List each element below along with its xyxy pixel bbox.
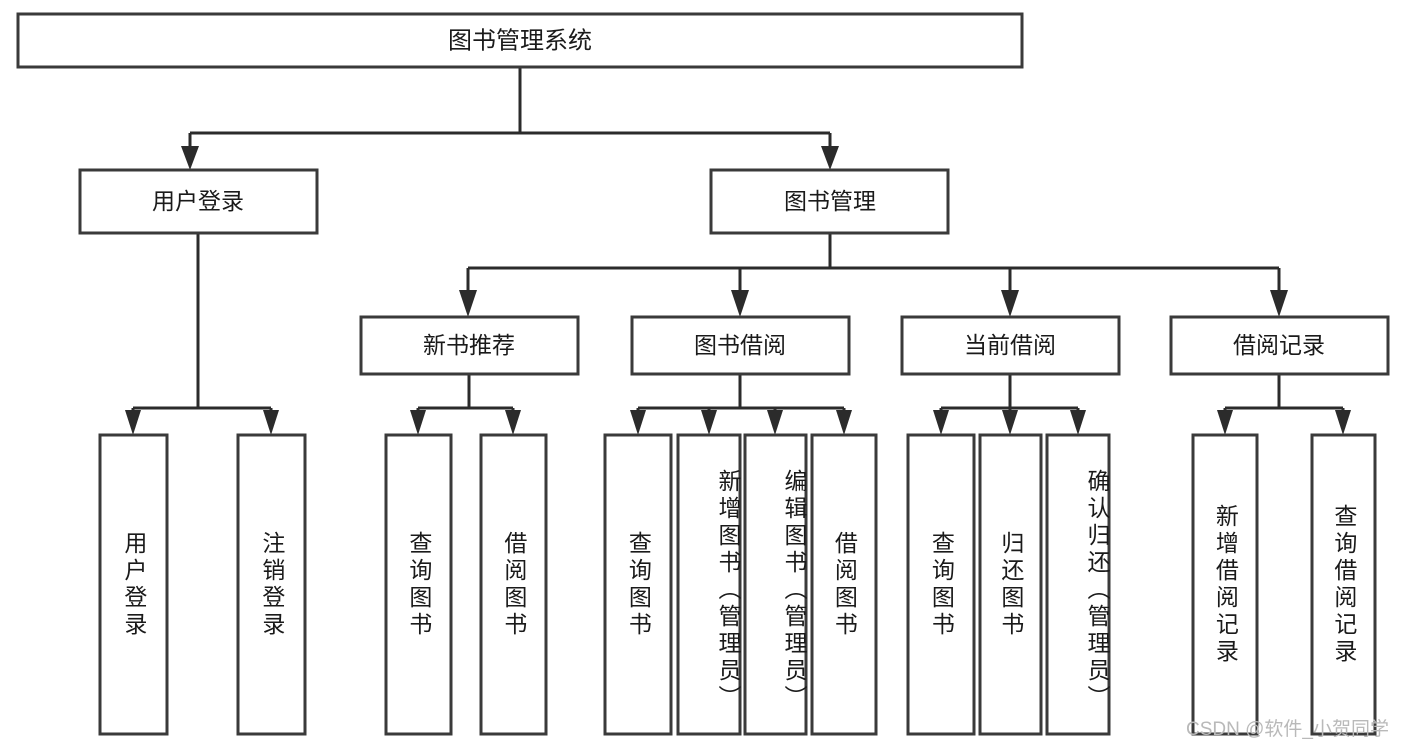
node-borrow-record-label: 借阅记录 <box>1233 332 1325 358</box>
connector-root-to-level2 <box>181 67 839 170</box>
arrow-head-user-login <box>181 146 199 170</box>
arrow-head-leaf-logout <box>263 410 279 435</box>
leaf-box-cb-confirm-return-admin[interactable] <box>1045 433 1111 736</box>
connector-bookborrow-to-leaves <box>630 374 852 435</box>
node-book-management[interactable] <box>709 168 950 235</box>
node-user-login[interactable] <box>78 168 319 235</box>
csdn-watermark: CSDN @软件_小贺同学 <box>1186 719 1389 740</box>
arrow-head-bb-leaf-2 <box>701 410 717 435</box>
arrow-head-book-manage <box>821 146 839 170</box>
node-current-borrow-label: 当前借阅 <box>964 332 1056 358</box>
node-root-book-management-system[interactable] <box>16 12 1024 69</box>
leaf-box-nb-borrow-book[interactable] <box>479 433 548 736</box>
leaf-box-user-login[interactable] <box>98 433 169 736</box>
leaf-box-bb-borrow-book[interactable] <box>810 433 878 736</box>
arrow-head-bb-leaf-4 <box>836 410 852 435</box>
node-book-borrow[interactable] <box>630 315 851 376</box>
leaf-box-bb-add-book-admin[interactable] <box>676 433 742 736</box>
connector-currentborrow-to-leaves <box>933 374 1086 435</box>
connector-newbook-to-leaves <box>410 374 521 435</box>
arrow-head-borrow-record <box>1270 290 1288 317</box>
arrow-head-book-borrow <box>731 290 749 317</box>
arrow-head-current-borrow <box>1001 290 1019 317</box>
node-current-borrow[interactable] <box>900 315 1121 376</box>
leaf-box-cb-query-book[interactable] <box>906 433 976 736</box>
node-root-label: 图书管理系统 <box>448 27 592 54</box>
arrow-head-bb-leaf-1 <box>630 410 646 435</box>
arrow-head-new-book <box>459 290 477 317</box>
leaf-box-br-add-record[interactable] <box>1191 433 1259 736</box>
node-new-book-recommend[interactable] <box>359 315 580 376</box>
node-book-management-label: 图书管理 <box>784 188 876 214</box>
node-new-book-recommend-label: 新书推荐 <box>423 332 515 358</box>
arrow-head-cb-leaf-2 <box>1002 410 1018 435</box>
connector-bookmanage-to-level3 <box>459 233 1288 317</box>
leaf-box-logout[interactable] <box>236 433 307 736</box>
node-book-borrow-label: 图书借阅 <box>694 332 786 358</box>
arrow-head-br-leaf-2 <box>1335 410 1351 435</box>
arrow-head-nb-leaf-1 <box>410 410 426 435</box>
leaf-box-bb-query-book[interactable] <box>603 433 673 736</box>
leaf-box-bb-edit-book-admin[interactable] <box>743 433 808 736</box>
leaf-box-cb-return-book[interactable] <box>978 433 1043 736</box>
connector-userlogin-to-leaves <box>125 233 279 435</box>
arrow-head-cb-leaf-3 <box>1070 410 1086 435</box>
leaf-box-br-query-record[interactable] <box>1310 433 1377 736</box>
arrow-head-br-leaf-1 <box>1217 410 1233 435</box>
arrow-head-nb-leaf-2 <box>505 410 521 435</box>
leaf-box-nb-query-book[interactable] <box>384 433 453 736</box>
arrow-head-bb-leaf-3 <box>767 410 783 435</box>
arrow-head-cb-leaf-1 <box>933 410 949 435</box>
arrow-head-leaf-user-login <box>125 410 141 435</box>
node-borrow-record[interactable] <box>1169 315 1390 376</box>
connector-borrowrecord-to-leaves <box>1217 374 1351 435</box>
node-user-login-label: 用户登录 <box>152 188 244 214</box>
